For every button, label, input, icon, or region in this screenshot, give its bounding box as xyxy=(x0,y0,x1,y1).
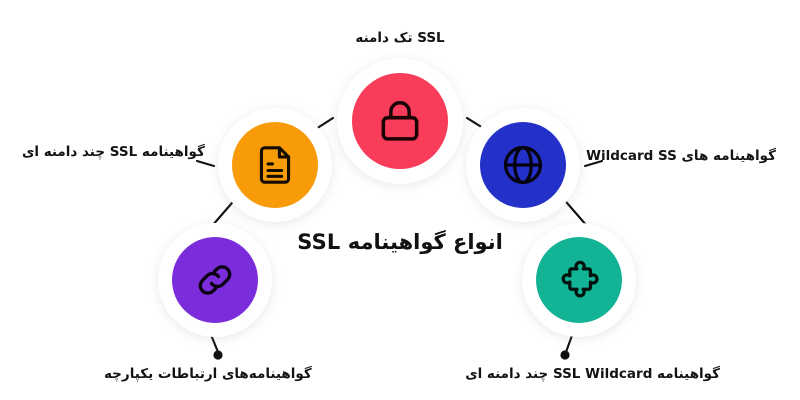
label-wildcard-ssl: گواهینامه های Wildcard SS xyxy=(586,148,776,164)
node-single-domain-ssl[interactable] xyxy=(337,58,463,184)
label-single-domain-ssl: SSL تک دامنه xyxy=(355,30,445,46)
page-title: انواع گواهینامه SSL xyxy=(297,230,503,254)
node-unified-communications[interactable] xyxy=(158,223,272,337)
puzzle-icon xyxy=(556,257,602,303)
label-multi-domain-ssl: گواهینامه SSL چند دامنه ای xyxy=(22,144,205,160)
document-icon xyxy=(253,143,297,187)
label-unified-communications: گواهینامه‌های ارتباطات یکپارچه xyxy=(104,366,312,382)
node-multi-domain-ssl[interactable] xyxy=(218,108,332,222)
node-multi-domain-wildcard-ssl[interactable] xyxy=(522,223,636,337)
globe-icon xyxy=(500,142,546,188)
lock-icon xyxy=(375,96,425,146)
link-icon xyxy=(192,257,238,303)
label-multi-domain-wildcard-ssl: گواهینامه SSL Wildcard چند دامنه ای xyxy=(465,366,720,382)
node-wildcard-ssl[interactable] xyxy=(466,108,580,222)
